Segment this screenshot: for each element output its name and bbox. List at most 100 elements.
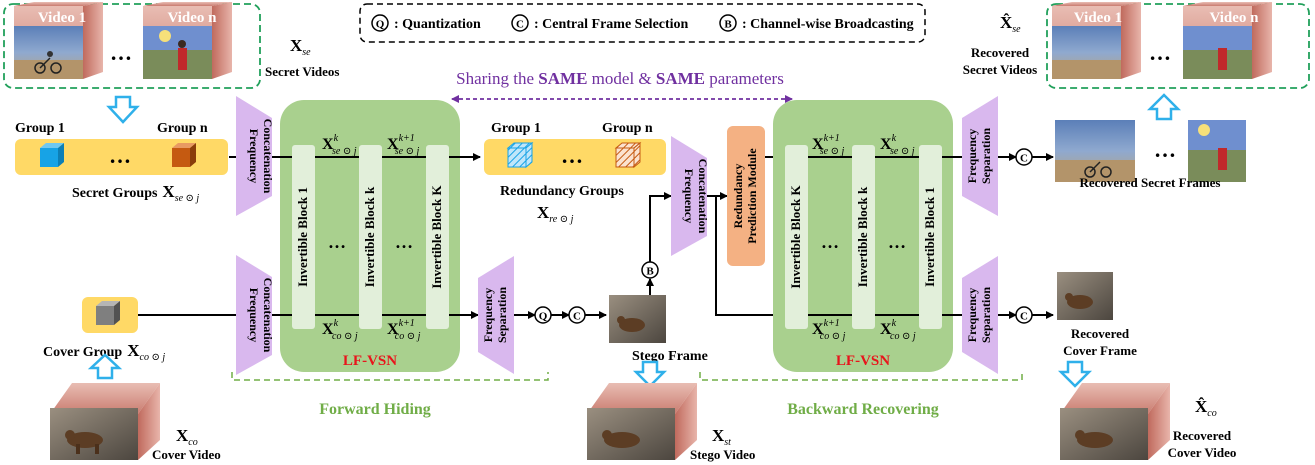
forward-block-k <box>359 145 382 329</box>
svg-text:C: C <box>516 19 524 31</box>
svg-text:Prediction Module: Prediction Module <box>745 148 759 244</box>
secret-video-1: Video 1 <box>14 2 103 79</box>
backward-freq-sep-top: Frequency Separation <box>962 96 998 216</box>
secret-group-1-label: Group 1 <box>15 121 65 136</box>
svg-text:Separation: Separation <box>979 287 993 343</box>
recovered-cover-video-caption-2: Cover Video <box>1168 445 1237 460</box>
arrow-b-to-concat <box>649 192 672 262</box>
recovered-secret-videos-symbol: X̂se <box>1000 13 1021 35</box>
backward-lfvsn-label: LF-VSN <box>836 353 890 369</box>
stego-down-arrow <box>632 360 668 388</box>
svg-text:…: … <box>561 143 583 168</box>
legend-quantization: : Quantization <box>394 17 481 32</box>
forward-lfvsn-label: LF-VSN <box>343 353 397 369</box>
legend-box: Q : Quantization C : Central Frame Selec… <box>359 3 926 43</box>
stego-frame: Stego Frame <box>609 295 708 364</box>
svg-text:Invertible Block k: Invertible Block k <box>855 186 870 287</box>
secret-video-n-label: Video n <box>167 10 217 26</box>
forward-hiding-bracket <box>231 372 549 381</box>
svg-text:Concatenation: Concatenation <box>261 278 275 353</box>
backward-lfvsn: Invertible Block K Invertible Block k In… <box>773 100 953 372</box>
secret-videos-symbol: Xse <box>290 36 311 58</box>
svg-text:Frequency: Frequency <box>682 169 696 223</box>
redundancy-group-n-label: Group n <box>602 121 653 136</box>
svg-text:Frequency: Frequency <box>247 288 261 342</box>
forward-block-1 <box>292 145 315 329</box>
secret-video-1-label: Video 1 <box>38 10 86 26</box>
recovered-cover-down-arrow <box>1057 360 1093 388</box>
svg-text:Concatenation: Concatenation <box>261 119 275 194</box>
secret-videos-caption: Secret Videos <box>265 64 340 79</box>
forward-hiding-label: Forward Hiding <box>319 401 431 418</box>
backward-freq-sep-bottom: Frequency Separation <box>962 256 998 374</box>
recovered-cover-frame-caption-1: Recovered <box>1071 326 1130 341</box>
secret-down-arrow <box>106 95 140 124</box>
secret-cube-n <box>172 143 196 167</box>
recovered-secret-videos: Video 1 … Video n <box>1046 2 1310 89</box>
stego-video: Xst Stego Video <box>587 383 755 462</box>
svg-text:…: … <box>888 232 906 252</box>
recovered-secret-videos-caption-1: Recovered <box>971 45 1030 60</box>
quantization-symbol <box>371 14 389 32</box>
svg-text:Invertible Block 1: Invertible Block 1 <box>295 187 310 287</box>
cover-video-caption: Cover Video <box>152 447 221 462</box>
svg-text:Invertible Block k: Invertible Block k <box>362 186 377 287</box>
redundancy-groups-caption: Redundancy Groups <box>500 184 624 199</box>
redundancy-group-1-label: Group 1 <box>491 121 541 136</box>
backward-block-1 <box>919 145 942 329</box>
forward-block-K <box>426 145 449 329</box>
backward-block-K <box>785 145 808 329</box>
redundancy-prediction-module: Redundancy Prediction Module <box>727 126 765 266</box>
forward-lfvsn: Invertible Block 1 Invertible Block k In… <box>272 100 460 372</box>
backward-block-k <box>852 145 875 329</box>
svg-text:Frequency: Frequency <box>481 288 495 342</box>
secret-videos-ellipsis: … <box>110 40 132 65</box>
svg-text:Separation: Separation <box>495 287 509 343</box>
recovered-cover-video-symbol: X̂co <box>1195 397 1217 419</box>
redundancy-groups-symbol: Xre ⊙ j <box>537 203 574 225</box>
secret-videos-group: Video 1 … Video n Xse Secret Videos <box>3 2 340 89</box>
svg-text:Q: Q <box>376 19 385 31</box>
recovered-cover-video: X̂co Recovered Cover Video <box>1060 383 1236 460</box>
sharing-caption: Sharing the SAME model & SAME parameters <box>456 69 784 88</box>
recovered-secret-up-arrow <box>1146 93 1182 121</box>
svg-text:…: … <box>395 232 413 252</box>
svg-text:Q: Q <box>539 311 548 323</box>
stego-frame-caption: Stego Frame <box>632 349 708 364</box>
recovered-secret-frames: … Recovered Secret Frames <box>1055 120 1246 190</box>
forward-freq-concat-bottom: Frequency Concatenation <box>236 255 275 375</box>
forward-freq-concat-top: Frequency Concatenation <box>236 96 275 216</box>
backward-recovering-bracket <box>699 372 1023 381</box>
cover-up-arrow <box>87 353 123 380</box>
recovered-cover-frame-caption-2: Cover Frame <box>1063 343 1137 358</box>
svg-text:Frequency: Frequency <box>247 129 261 183</box>
central-frame-symbol <box>511 14 529 32</box>
cover-video: Xco Cover Video <box>50 383 221 462</box>
recovered-cover-video-caption-1: Recovered <box>1173 428 1232 443</box>
stego-video-symbol: Xst <box>712 426 731 448</box>
legend-broadcasting: : Channel-wise Broadcasting <box>742 17 914 32</box>
svg-text:Invertible Block K: Invertible Block K <box>429 184 444 288</box>
secret-video-n: Video n <box>143 2 232 79</box>
svg-text:…: … <box>1149 40 1171 65</box>
backward-recovering-label: Backward Recovering <box>787 401 939 418</box>
svg-text:Redundancy: Redundancy <box>731 164 745 229</box>
svg-text:B: B <box>724 19 732 31</box>
redundancy-groups: Group 1 Group n … Redundancy Groups Xre … <box>484 121 666 225</box>
recovered-cover-frame: Recovered Cover Frame <box>1057 272 1137 358</box>
recovered-video-1-label: Video 1 <box>1074 10 1122 26</box>
svg-text:…: … <box>328 232 346 252</box>
link-concat-to-bottom <box>715 196 785 316</box>
